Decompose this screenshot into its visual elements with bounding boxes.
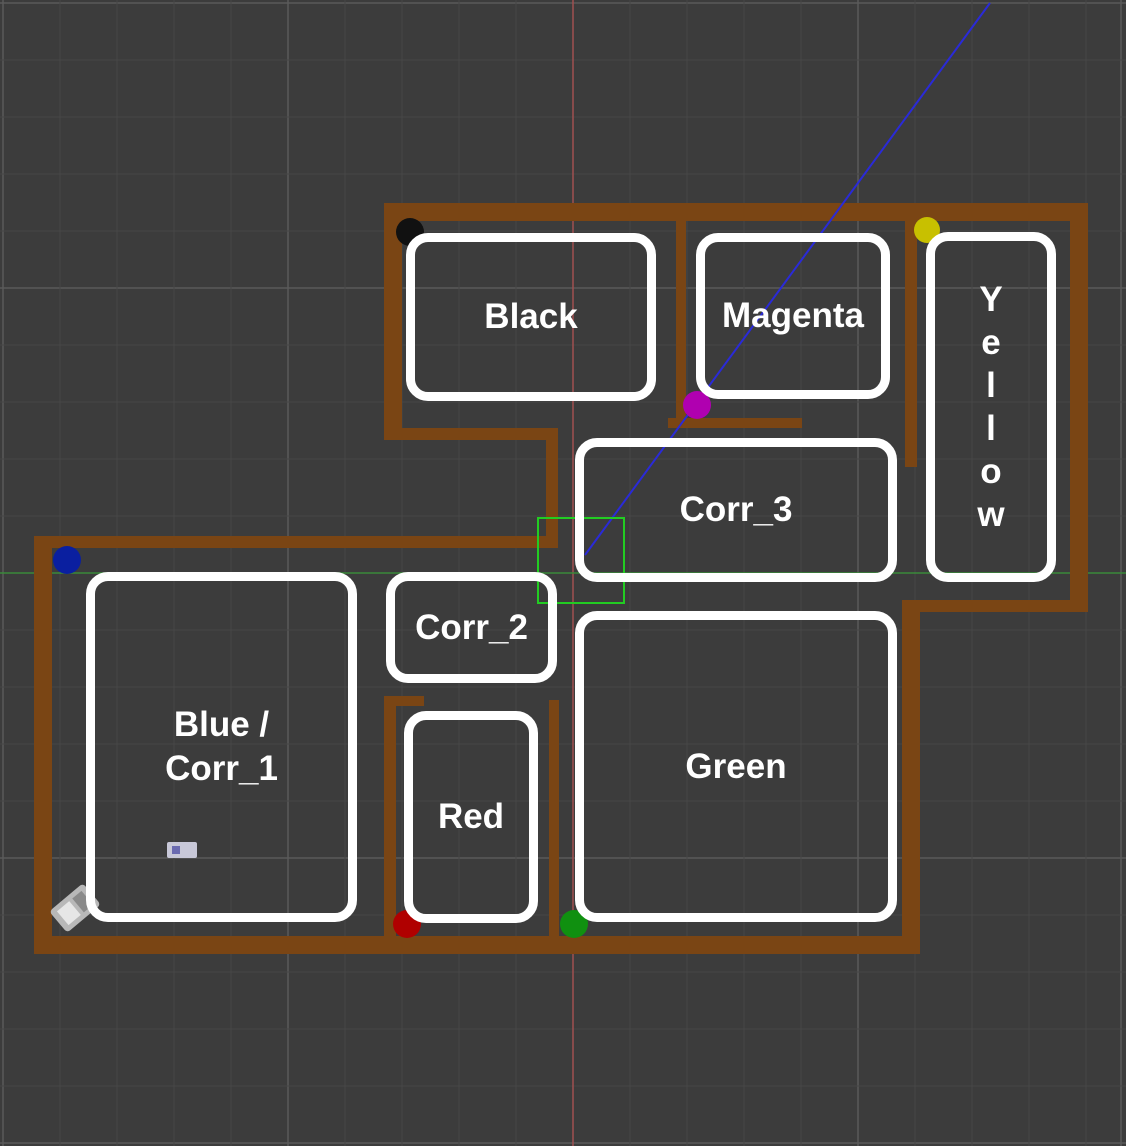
room-label-red[interactable]: Red — [404, 711, 538, 923]
small-object-icon — [167, 842, 197, 858]
room-label-corr-3-text: Corr_3 — [679, 490, 793, 529]
room-label-yellow-letter: l — [986, 366, 996, 405]
magenta-marker — [683, 391, 711, 419]
walls — [34, 203, 1088, 954]
room-label-yellow-letter: e — [981, 323, 1001, 362]
room-label-corr-2[interactable]: Corr_2 — [386, 572, 557, 683]
blue-marker — [53, 546, 81, 574]
room-label-yellow-letter: w — [977, 495, 1005, 534]
room-label-magenta-text: Magenta — [722, 296, 864, 335]
room-label-blue-corr-1-line: Blue / — [173, 705, 270, 744]
room-label-blue-corr-1[interactable]: Blue / Corr_1 — [86, 572, 357, 922]
room-label-corr-3[interactable]: Corr_3 — [575, 438, 897, 582]
room-label-black-text: Black — [484, 297, 578, 336]
room-label-yellow-letter: o — [980, 452, 1002, 491]
laser-ray — [584, 2, 991, 556]
room-label-red-text: Red — [437, 797, 505, 836]
room-label-corr-2-text: Corr_2 — [415, 607, 528, 647]
room-label-magenta[interactable]: Magenta — [696, 233, 890, 399]
room-label-green[interactable]: Green — [575, 611, 897, 922]
room-label-blue-corr-1-line: Corr_1 — [165, 749, 278, 788]
room-label-yellow[interactable]: Y e l l o w — [926, 232, 1056, 582]
room-label-yellow-letter: Y — [979, 280, 1003, 319]
room-label-black[interactable]: Black — [406, 233, 656, 401]
green-marker — [560, 910, 588, 938]
room-label-green-text: Green — [685, 746, 787, 786]
room-label-yellow-letter: l — [986, 409, 996, 448]
